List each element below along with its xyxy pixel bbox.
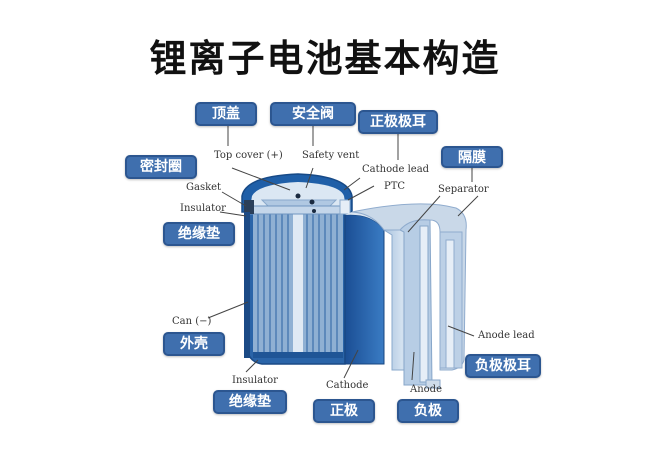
label-cn-separator: 隔膜 (441, 146, 503, 168)
label-cn-cathode-lead: 正极极耳 (358, 110, 438, 134)
label-cn-safety-vent: 安全阀 (270, 102, 356, 126)
label-cn-insulator-top: 绝缘垫 (163, 222, 235, 246)
label-en-anode-lead: Anode lead (478, 330, 535, 341)
label-en-cathode-lead: Cathode lead (362, 164, 430, 175)
label-en-insulator-top: Insulator (180, 203, 226, 214)
label-cn-gasket: 密封圈 (125, 155, 197, 179)
top-cap (241, 173, 353, 215)
label-cn-insulator-bottom: 绝缘垫 (213, 390, 287, 414)
page-title: 锂离子电池基本构造 (149, 37, 501, 80)
label-cn-anode-lead: 负极极耳 (465, 354, 541, 378)
label-en-separator: Separator (438, 184, 489, 195)
cathode-sheet (344, 214, 385, 365)
label-en-safety-vent: Safety vent (302, 150, 360, 161)
label-en-gasket: Gasket (186, 182, 222, 193)
electrode-roll (253, 214, 343, 358)
label-en-top-cover: Top cover (+) (214, 150, 283, 161)
label-en-anode: Anode (410, 384, 443, 395)
label-en-cathode: Cathode (326, 380, 369, 391)
label-en-can: Can (−) (172, 316, 212, 327)
label-en-insulator-bottom: Insulator (232, 375, 278, 386)
label-cn-can: 外壳 (163, 332, 225, 356)
label-cn-anode: 负极 (397, 399, 459, 423)
label-en-ptc: PTC (384, 181, 406, 192)
label-cn-cathode: 正极 (313, 399, 375, 423)
label-cn-top-cover: 顶盖 (195, 102, 257, 126)
